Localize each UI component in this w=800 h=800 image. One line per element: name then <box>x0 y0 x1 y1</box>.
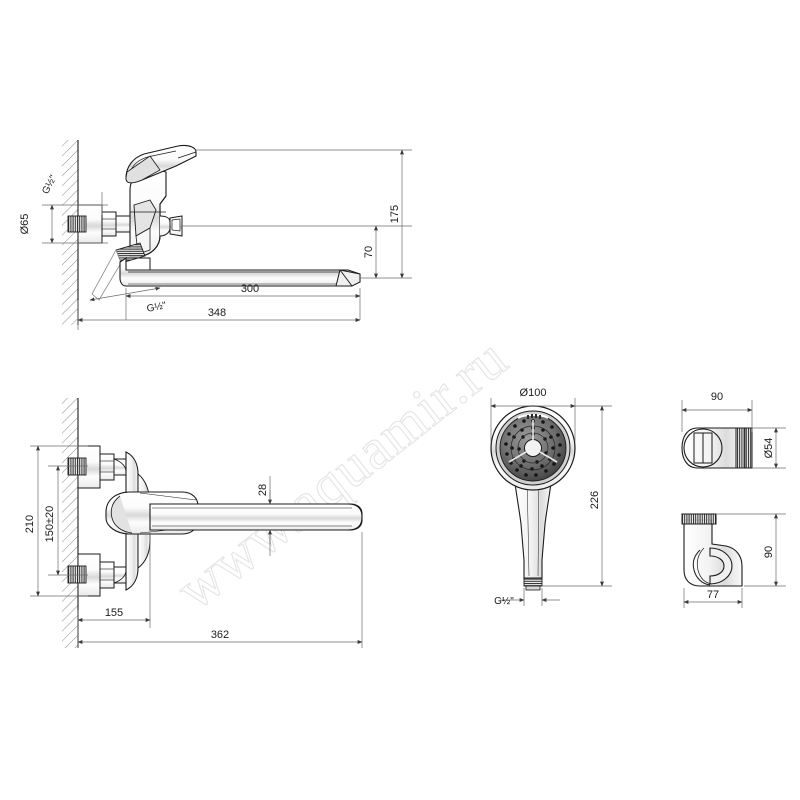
dim-label-dia65: Ø65 <box>19 214 31 235</box>
dim-label-90-side: 90 <box>763 546 775 558</box>
wall-hatching-front <box>62 398 79 648</box>
hand-shower-head <box>490 405 576 491</box>
dim-label-210: 210 <box>24 515 36 533</box>
dimension-set-shower <box>490 398 612 606</box>
view-side-elevation: 175 70 Ø65 G½" G½" 300 348 <box>19 140 412 330</box>
bracket-top-body <box>681 427 753 469</box>
dimension-set-front <box>30 445 363 648</box>
dimension-set-bracket-top <box>681 400 786 469</box>
spout-side <box>119 256 361 287</box>
mixer-body-side <box>129 169 183 257</box>
dim-label-300: 300 <box>241 283 259 295</box>
dim-label-150pm20: 150±20 <box>44 506 56 543</box>
dim-label-shower-thread: G½" <box>494 596 514 607</box>
dim-label-dia100: Ø100 <box>520 387 547 399</box>
dim-label-77: 77 <box>707 589 719 601</box>
shower-nozzle-dots <box>504 419 562 477</box>
dim-label-thread-top: G½" <box>40 173 59 196</box>
dim-label-226: 226 <box>589 491 601 509</box>
inlet-connector-upper-front <box>67 445 127 489</box>
dimension-set-side <box>42 149 412 330</box>
watermark: www.aquamir.ru <box>163 324 519 623</box>
dim-label-175: 175 <box>389 205 401 223</box>
view-front-elevation: 210 150±20 28 155 362 <box>24 398 363 648</box>
inlet-connector-lower-front <box>67 553 127 597</box>
dim-label-28: 28 <box>257 484 269 496</box>
dim-label-362: 362 <box>211 629 229 641</box>
spout-front <box>149 503 363 531</box>
dim-label-348: 348 <box>208 307 226 319</box>
dim-label-155: 155 <box>105 607 123 619</box>
view-hand-shower: Ø100 226 G½" <box>490 387 612 607</box>
dim-label-dia54: Ø54 <box>763 438 775 459</box>
wall-hatching <box>62 140 79 325</box>
bracket-side-body <box>681 513 743 587</box>
dim-label-thread-outlet: G½" <box>146 300 168 315</box>
lever-handle-side <box>125 144 197 184</box>
dim-label-90-top: 90 <box>711 391 723 403</box>
watermark-text: www.aquamir.ru <box>164 325 519 623</box>
view-bracket-top: 90 Ø54 <box>681 391 786 469</box>
view-bracket-side: 90 77 <box>681 513 786 608</box>
dim-label-70: 70 <box>363 246 375 258</box>
dimension-set-bracket-side <box>683 513 786 608</box>
